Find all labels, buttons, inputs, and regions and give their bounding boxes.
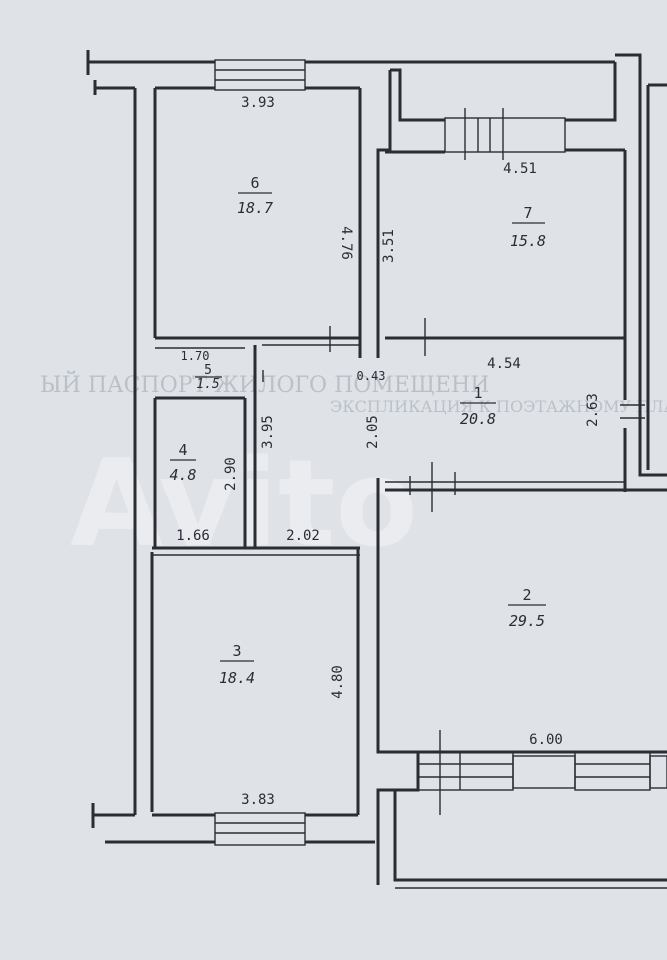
room-area: 29.5 [509,612,545,630]
dimension-label: 0.43 [357,369,386,383]
room-area: 18.4 [219,669,255,687]
dimension-label: 3.51 [381,229,397,263]
room-area: 15.8 [510,232,546,250]
dimension-label: 6.00 [529,732,563,748]
room-4-label: 4 4.8 [169,441,196,484]
background-text-line: ЭКСПЛИКАЦИЯ К ПОЭТАЖНОМУ ПЛАНУ [330,397,667,416]
background-text-line: ЫЙ ПАСПОРТ ЖИЛОГО ПОМЕЩЕНИ [40,370,489,398]
walls [86,50,667,889]
dimension-label: 2.90 [223,457,239,491]
window-bottom-room-2 [417,730,667,815]
room-number: 3 [232,642,241,660]
dimension-label: 3.95 [260,415,276,449]
windows [214,59,667,846]
room-number: 1 [473,384,482,402]
room-2-label: 2 29.5 [508,586,546,630]
dimension-label: 1.66 [176,528,210,544]
room-7-label: 7 15.8 [510,204,546,250]
room-number: 4 [178,441,187,459]
room-number: 5 [204,363,212,378]
room-number: 6 [250,174,259,192]
room-area: 18.7 [237,199,273,217]
dimension-label: 4.76 [338,226,354,260]
room-labels: 6 18.7 7 15.8 5 1.5 1 20.8 4 4.8 2 29.5 [169,174,546,687]
dimension-label: 4.51 [503,161,537,177]
dimension-labels: 3.93 4.51 4.76 3.51 1.70 0.43 4.54 3.95 … [176,95,601,808]
room-1-label: 1 20.8 [460,384,496,428]
window-top-room-6 [214,59,306,91]
dimension-label: 2.63 [585,393,601,427]
room-number: 2 [522,586,531,604]
room-5-label: 5 1.5 [195,363,222,392]
window-bottom-room-3 [214,812,306,846]
dimension-label: 4.80 [330,665,346,699]
dimension-label: 3.83 [241,792,275,808]
dimension-label: 2.02 [286,528,320,544]
room-area: 1.5 [196,377,220,392]
room-area: 20.8 [460,410,496,428]
room-6-label: 6 18.7 [237,174,273,217]
room-3-label: 3 18.4 [219,642,255,687]
dimension-label: 1.70 [181,349,210,363]
dimension-label: 2.05 [365,415,381,449]
room-area: 4.8 [169,466,196,484]
room-number: 7 [523,204,532,222]
dimension-label: 3.93 [241,95,275,111]
doorway-ticks [262,318,645,512]
dimension-label: 4.54 [487,356,521,372]
window-top-room-7 [444,108,566,160]
